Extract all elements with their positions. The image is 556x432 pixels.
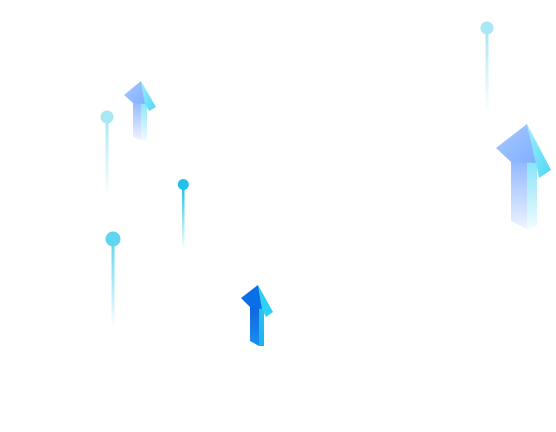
upward-arrow-icon: [124, 81, 156, 141]
upward-arrow-icon: [496, 124, 551, 229]
pin-marker-icon: [480, 21, 494, 112]
upward-arrow-icon: [241, 285, 273, 346]
pin-marker-icon: [177, 179, 189, 250]
pin-marker-icon: [100, 110, 114, 197]
pin-marker-icon: [105, 231, 121, 329]
